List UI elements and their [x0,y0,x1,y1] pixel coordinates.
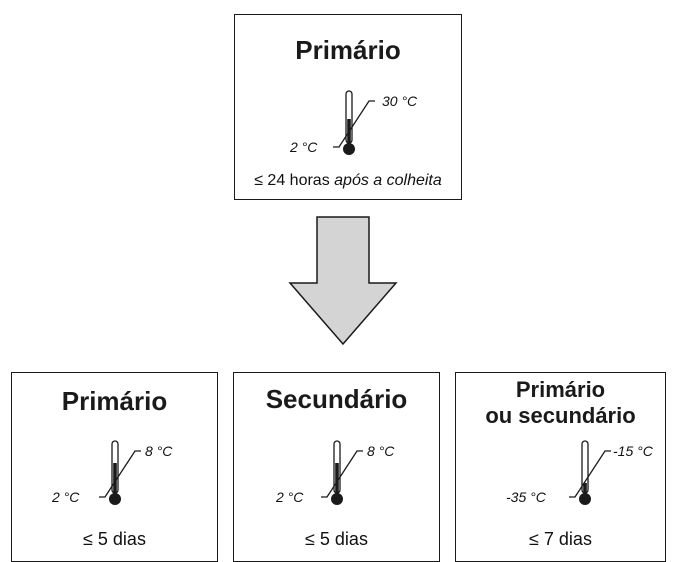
bottom-box-1-title: Primário [61,386,168,416]
bottom-box-3-high-temp: -15 °C [613,443,653,459]
bottom-box-2-low-temp: 2 °C [276,489,304,505]
thermometer-icon [321,440,363,505]
bottom-box-2-duration: ≤ 5 dias [305,529,368,549]
bottom-box-3-title-line1: Primário [515,377,606,402]
thermometer-icon [333,90,375,155]
top-note-prefix: ≤ 24 horas [254,172,335,189]
top-box-title: Primário [295,35,401,65]
bottom-box-1-low-temp: 2 °C [52,489,80,505]
bottom-box-1-high-temp: 8 °C [145,443,173,459]
bottom-box-1: Primário 8 °C 2 °C ≤ 5 dias [11,372,218,562]
bottom-box-3-duration: ≤ 7 dias [529,529,592,549]
top-note-italic: após a colheita [334,172,442,189]
thermometer-icon [99,440,141,505]
bottom-box-1-duration: ≤ 5 dias [83,529,146,549]
bottom-box-2-high-temp: 8 °C [367,443,395,459]
top-high-temp: 30 °C [382,93,418,109]
down-arrow-icon [288,216,398,346]
bottom-box-3-title-line2: ou secundário [485,403,636,428]
bottom-box-2: Secundário 8 °C 2 °C ≤ 5 dias [233,372,440,562]
bottom-box-3-low-temp: -35 °C [506,489,546,505]
bottom-box-3: Primário ou secundário -15 °C -35 °C ≤ 7… [455,372,666,562]
bottom-box-2-title: Secundário [265,384,408,414]
top-box: Primário 30 °C 2 °C ≤ 24 horas após a co… [234,14,462,200]
top-low-temp: 2 °C [290,139,318,155]
top-note: ≤ 24 horas após a colheita [235,172,461,190]
thermometer-icon [569,440,611,505]
